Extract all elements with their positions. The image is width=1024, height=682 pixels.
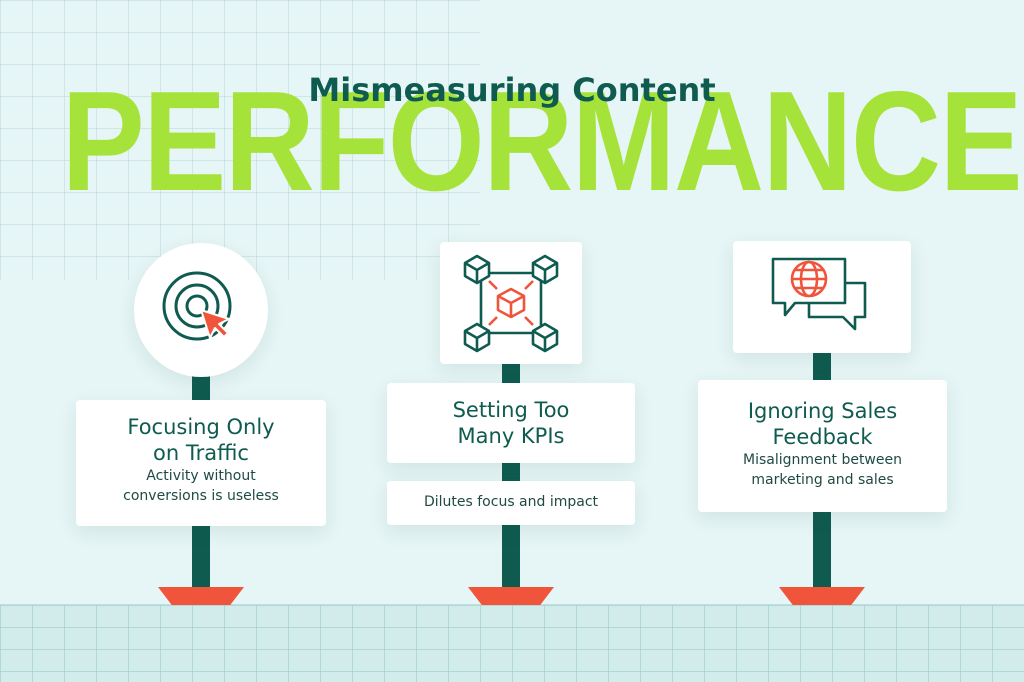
floor-grid xyxy=(0,604,1024,682)
icon-badge-1 xyxy=(134,243,268,377)
card-1: Focusing Only on Traffic Activity withou… xyxy=(76,400,326,526)
card-2-title-card: Setting Too Many KPIs xyxy=(387,383,635,463)
connected-cubes-icon xyxy=(463,254,559,353)
card-1-desc-line2: conversions is useless xyxy=(123,488,279,504)
card-2-title-line1: Setting Too xyxy=(452,398,570,422)
card-3: Ignoring Sales Feedback Misalignment bet… xyxy=(698,380,947,512)
card-1-desc-line1: Activity without xyxy=(146,468,256,484)
card-1-title-line1: Focusing Only xyxy=(127,415,275,439)
globe-chat-icon xyxy=(771,257,867,331)
background-grid xyxy=(0,0,480,280)
card-3-title-line1: Ignoring Sales xyxy=(747,399,898,423)
headline-performance: PERFORMANCE xyxy=(61,62,1022,221)
card-2-desc-line1: Dilutes focus and impact xyxy=(423,494,599,510)
card-2-title-line2: Many KPIs xyxy=(457,424,565,448)
headline-subtitle: Mismeasuring Content xyxy=(308,71,716,109)
card-1-title-line2: on Traffic xyxy=(153,441,249,465)
card-3-desc-line2: marketing and sales xyxy=(751,472,894,488)
signpost-base-2 xyxy=(468,587,554,605)
signpost-base-3 xyxy=(779,587,865,605)
card-2-desc-card: Dilutes focus and impact xyxy=(387,481,635,525)
icon-badge-2 xyxy=(440,242,582,364)
card-3-title-line2: Feedback xyxy=(772,425,873,449)
card-3-desc-line1: Misalignment between xyxy=(743,452,902,468)
icon-badge-3 xyxy=(733,241,911,353)
target-cursor-icon xyxy=(162,271,232,341)
signpost-base-1 xyxy=(158,587,244,605)
